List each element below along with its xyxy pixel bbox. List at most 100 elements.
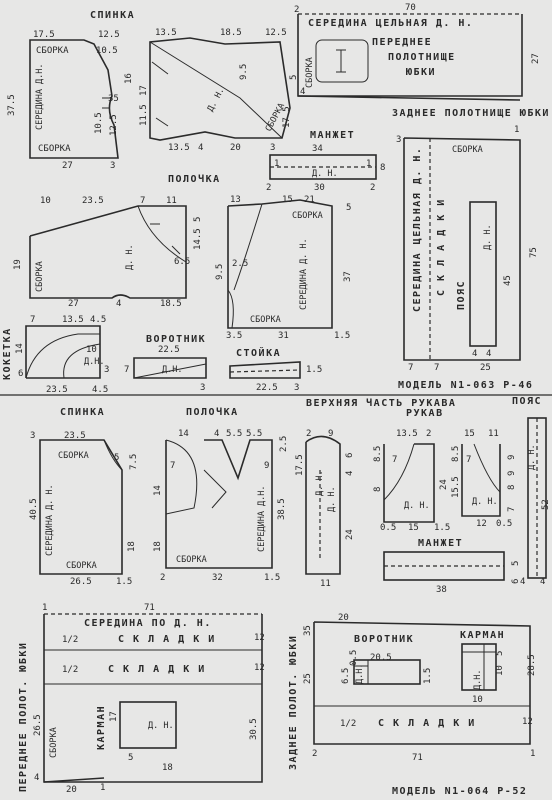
m1-model-label: МОДЕЛЬ N1-063 Р-46 (398, 380, 533, 391)
svg-text:ПЕРЕДНЕЕ: ПЕРЕДНЕЕ (372, 37, 432, 48)
svg-text:15: 15 (408, 523, 419, 533)
svg-text:4: 4 (116, 299, 121, 309)
svg-text:1/2: 1/2 (62, 665, 78, 675)
svg-text:12: 12 (254, 663, 265, 673)
svg-text:СБОРКА: СБОРКА (250, 315, 281, 325)
svg-text:14.5: 14.5 (193, 228, 203, 250)
svg-text:1.5: 1.5 (306, 365, 322, 375)
svg-text:71: 71 (144, 603, 155, 613)
svg-text:35: 35 (108, 94, 119, 104)
m2-polochka-piece: 14 4 5.5 5.5 2.5 7 14 9 СЕРЕДИНА Д.Н. 38… (153, 429, 289, 583)
svg-text:7: 7 (408, 363, 413, 373)
svg-text:6.5: 6.5 (341, 668, 351, 684)
svg-text:7: 7 (434, 363, 439, 373)
svg-text:25: 25 (303, 673, 313, 684)
svg-text:75: 75 (529, 247, 539, 258)
m2-poyas-piece: 52 4 4 Д. Н. (520, 417, 551, 587)
svg-text:4: 4 (214, 429, 219, 439)
m1-front-skirt-seredina: СЕРЕДИНА ЦЕЛЬНАЯ Д. Н. (308, 18, 473, 29)
svg-text:12.5: 12.5 (109, 114, 119, 136)
svg-text:14: 14 (178, 429, 189, 439)
svg-text:7: 7 (507, 507, 517, 512)
svg-text:С К Л А Д К И: С К Л А Д К И (378, 718, 476, 729)
svg-text:ВОРОТНИК: ВОРОТНИК (354, 634, 414, 645)
svg-text:4: 4 (520, 577, 525, 587)
svg-text:45: 45 (503, 275, 513, 286)
svg-text:1: 1 (100, 783, 105, 793)
svg-text:1.5: 1.5 (423, 668, 433, 684)
svg-text:2: 2 (370, 183, 375, 193)
svg-text:26.5: 26.5 (70, 577, 92, 587)
svg-text:38: 38 (436, 585, 447, 595)
svg-text:1.5: 1.5 (116, 577, 132, 587)
m1-polochka-a-piece: 10 23.5 7 11 СБОРКА Д. Н. 19 5 14.5 6.5 … (13, 196, 203, 309)
svg-text:15: 15 (282, 195, 293, 205)
svg-text:9: 9 (328, 429, 333, 439)
svg-text:3: 3 (396, 135, 401, 145)
m1-spinka-label-sborka-2: СБОРКА (38, 144, 71, 154)
svg-text:0.5: 0.5 (349, 650, 359, 666)
svg-text:6: 6 (345, 453, 355, 458)
svg-text:38.5: 38.5 (277, 498, 287, 520)
svg-text:2: 2 (426, 429, 431, 439)
svg-text:7: 7 (30, 315, 35, 325)
svg-text:20: 20 (338, 613, 349, 623)
svg-text:10: 10 (86, 345, 97, 355)
svg-text:Д.Н.: Д.Н. (84, 357, 104, 367)
m2-front-skirt-piece: 1 71 СЕРЕДИНА ПО Д. Н. 1/2 С К Л А Д К И… (18, 603, 265, 795)
svg-text:1.5: 1.5 (264, 573, 280, 583)
svg-text:5: 5 (511, 561, 521, 566)
svg-text:5: 5 (193, 217, 203, 222)
svg-text:6.5: 6.5 (174, 257, 190, 267)
svg-text:10: 10 (40, 196, 51, 206)
svg-text:ЗАДНЕЕ ПОЛОТ. ЮБКИ: ЗАДНЕЕ ПОЛОТ. ЮБКИ (288, 635, 299, 770)
svg-text:КОКЕТКА: КОКЕТКА (2, 327, 13, 380)
m1-polochka-b-piece: 13 15 21 СБОРКА СЕРЕДИНА Д. Н. 2.5 9.5 3… (215, 195, 353, 341)
svg-text:1.5: 1.5 (334, 331, 350, 341)
svg-text:2: 2 (294, 5, 299, 15)
svg-text:0.5: 0.5 (496, 519, 512, 529)
svg-text:13.5: 13.5 (396, 429, 418, 439)
svg-text:12.5: 12.5 (98, 30, 120, 40)
svg-text:С К Л А Д К И: С К Л А Д К И (436, 198, 447, 296)
m1-stoika-title: СТОЙКА (236, 346, 281, 359)
svg-text:ПЕРЕДНЕЕ ПОЛОТ. ЮБКИ: ПЕРЕДНЕЕ ПОЛОТ. ЮБКИ (18, 642, 29, 792)
svg-text:4: 4 (198, 143, 203, 153)
svg-text:4: 4 (472, 349, 477, 359)
m1-spinka-title: СПИНКА (90, 10, 135, 21)
svg-text:2: 2 (266, 183, 271, 193)
svg-text:Д. Н.: Д. Н. (327, 486, 337, 512)
svg-text:40.5: 40.5 (29, 498, 39, 520)
m2-upper-sleeve-title: ВЕРХНЯЯ ЧАСТЬ РУКАВА (306, 397, 456, 409)
svg-text:17: 17 (139, 85, 149, 96)
m2-polochka-title: ПОЛОЧКА (186, 406, 239, 418)
svg-text:КАРМАН: КАРМАН (460, 630, 505, 641)
svg-text:9: 9 (507, 455, 517, 460)
svg-text:1/2: 1/2 (340, 719, 356, 729)
svg-text:С К Л А Д К И: С К Л А Д К И (108, 664, 206, 675)
svg-text:23.5: 23.5 (46, 385, 68, 395)
svg-text:10.5: 10.5 (94, 112, 104, 134)
svg-text:11.5: 11.5 (139, 104, 149, 126)
svg-text:24: 24 (345, 529, 355, 540)
svg-text:2: 2 (312, 749, 317, 759)
m1-vorotnik-piece: 22.5 7 Д.Н. 3 (124, 345, 207, 393)
svg-text:3: 3 (104, 365, 109, 375)
svg-text:21: 21 (304, 195, 315, 205)
svg-text:8.5: 8.5 (373, 446, 383, 462)
svg-text:18.5: 18.5 (160, 299, 182, 309)
svg-text:5.5: 5.5 (226, 429, 242, 439)
svg-text:5: 5 (114, 453, 119, 463)
m2-spinka-piece: 3 23.5 СБОРКА 5 7.5 СЕРЕДИНА Д. Н. 40.5 … (29, 431, 139, 587)
svg-text:С К Л А Д К И: С К Л А Д К И (118, 634, 216, 645)
svg-text:Д. Н.: Д. Н. (315, 470, 325, 496)
svg-text:ПОЯС: ПОЯС (456, 280, 467, 310)
svg-text:28.5: 28.5 (527, 654, 537, 676)
svg-text:20: 20 (230, 143, 241, 153)
svg-text:27: 27 (62, 161, 73, 171)
svg-text:8: 8 (373, 487, 383, 492)
svg-text:9: 9 (264, 461, 269, 471)
svg-text:2.5: 2.5 (232, 259, 248, 269)
svg-text:5: 5 (128, 753, 133, 763)
svg-text:СБОРКА: СБОРКА (35, 261, 45, 292)
